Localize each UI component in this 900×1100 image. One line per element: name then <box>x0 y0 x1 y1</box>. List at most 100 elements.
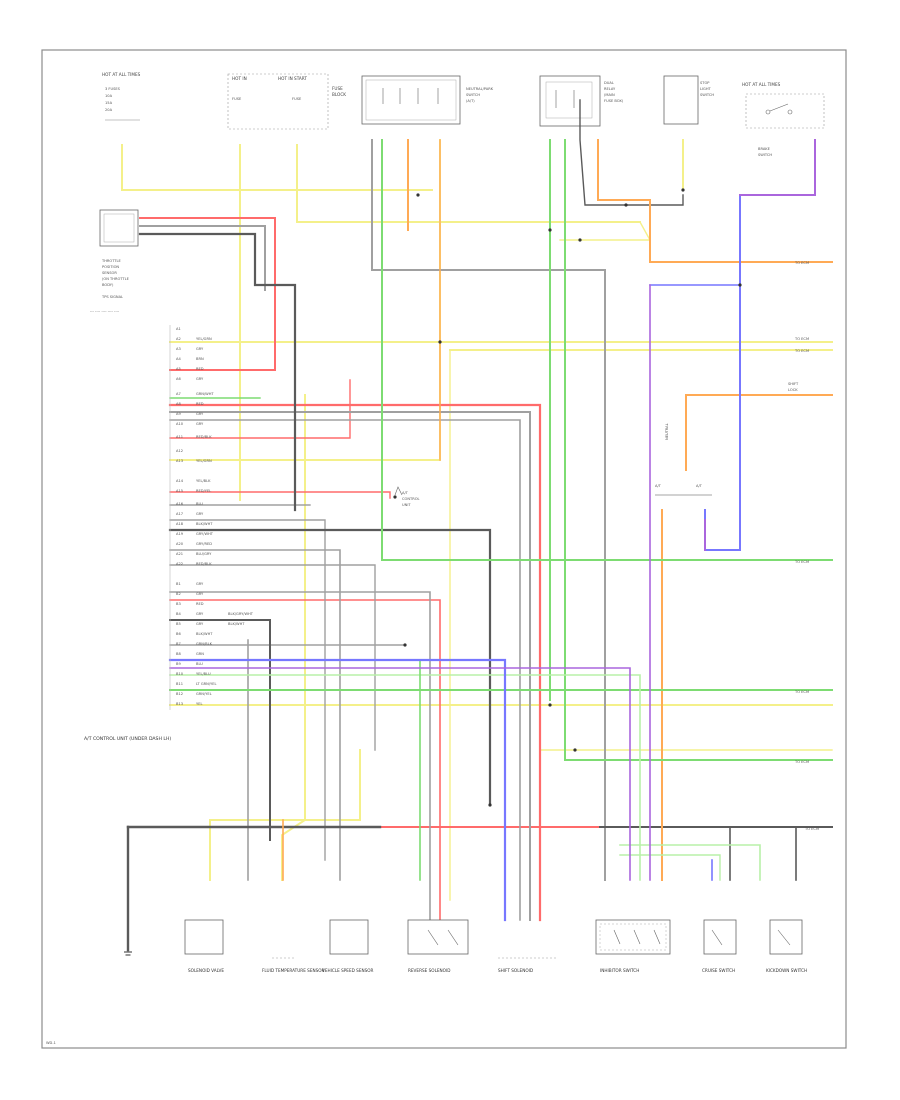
svg-text:A18: A18 <box>176 522 184 526</box>
svg-text:CONTROL: CONTROL <box>402 497 420 501</box>
svg-text:A15: A15 <box>176 489 183 493</box>
svg-text:GRN/YEL: GRN/YEL <box>196 692 212 696</box>
svg-text:FUSE: FUSE <box>292 97 302 101</box>
svg-text:GRN: GRN <box>196 652 204 656</box>
svg-text:A17: A17 <box>176 512 183 516</box>
svg-text:B13: B13 <box>176 702 183 706</box>
svg-text:BLU: BLU <box>196 662 203 666</box>
svg-text:BLK/WHT: BLK/WHT <box>228 622 245 626</box>
svg-text:BLOCK: BLOCK <box>332 92 346 97</box>
svg-text:A14: A14 <box>176 479 184 483</box>
ground-symbol <box>124 951 132 956</box>
svg-text:RED/YEL: RED/YEL <box>196 489 211 493</box>
svg-text:A11: A11 <box>176 435 183 439</box>
svg-text:LT GRN/YEL: LT GRN/YEL <box>196 682 217 686</box>
svg-text:FUSE: FUSE <box>332 86 343 91</box>
svg-text:SOLENOID VALVE: SOLENOID VALVE <box>188 968 224 973</box>
top-component-hot-at-all-times: HOT AT ALL TIMES 3 FUSES 10A 15A 20A <box>102 72 141 121</box>
svg-text:YEL: YEL <box>196 702 202 706</box>
svg-text:A8: A8 <box>176 402 181 406</box>
svg-text:A2: A2 <box>176 337 181 341</box>
diagram-frame <box>41 49 847 1049</box>
svg-text:(ON THROTTLE: (ON THROTTLE <box>102 277 130 281</box>
svg-text:INHIBITOR SWITCH: INHIBITOR SWITCH <box>600 968 639 973</box>
svg-text:B6: B6 <box>176 632 181 636</box>
top-component-hot-in-run: HOT IN HOT IN START FUSE FUSE <box>227 73 329 130</box>
svg-text:A20: A20 <box>176 542 184 546</box>
svg-text:B8: B8 <box>176 652 181 656</box>
svg-text:RED: RED <box>196 602 204 606</box>
wires <box>121 99 833 952</box>
svg-text:GRN/BLK: GRN/BLK <box>196 642 213 646</box>
svg-text:GRY: GRY <box>196 612 204 616</box>
svg-text:BLU/GRY: BLU/GRY <box>196 552 212 556</box>
bottom-component-kickdown-switch: KICKDOWN SWITCH <box>766 919 807 973</box>
svg-text:A10: A10 <box>176 422 184 426</box>
svg-text:RED: RED <box>196 402 204 406</box>
top-component-hot-at-all-times-right: HOT AT ALL TIMES BRAKE SWITCH <box>742 82 825 157</box>
svg-text:A/T: A/T <box>655 484 662 488</box>
svg-text:HOT AT ALL TIMES: HOT AT ALL TIMES <box>102 72 141 77</box>
svg-text:GRN/WHT: GRN/WHT <box>196 392 214 396</box>
svg-text:GRY: GRY <box>196 622 204 626</box>
svg-text:CRUISE SWITCH: CRUISE SWITCH <box>702 968 735 973</box>
svg-text:A3: A3 <box>176 347 181 351</box>
svg-text:LIGHT: LIGHT <box>700 87 712 91</box>
svg-text:YEL/GRN: YEL/GRN <box>196 337 212 341</box>
svg-text:B5: B5 <box>176 622 181 626</box>
svg-text:3 FUSES: 3 FUSES <box>105 87 121 91</box>
svg-text:A6: A6 <box>176 377 181 381</box>
svg-text:GRY: GRY <box>196 582 204 586</box>
svg-text:NEUTRAL: NEUTRAL <box>665 423 669 440</box>
svg-text:B10: B10 <box>176 672 184 676</box>
svg-text:A19: A19 <box>176 532 184 536</box>
svg-text:SWITCH: SWITCH <box>758 153 772 157</box>
svg-text:BLK/GRY/WHT: BLK/GRY/WHT <box>228 612 254 616</box>
bottom-component-shift-solenoid: SHIFT SOLENOID <box>498 957 558 973</box>
svg-text:--- ---- ---- ---- ----: --- ---- ---- ---- ---- <box>90 309 120 313</box>
right-edge-labels: TO ECM TO ECM TO ECM TO ECM TO ECM TO EC… <box>794 261 819 831</box>
svg-text:A4: A4 <box>176 357 181 361</box>
svg-text:FUSE BOX): FUSE BOX) <box>604 99 624 103</box>
svg-text:BLK/WHT: BLK/WHT <box>196 522 213 526</box>
svg-text:FUSE: FUSE <box>232 97 242 101</box>
svg-text:GRY: GRY <box>196 592 204 596</box>
svg-text:GRY: GRY <box>196 412 204 416</box>
svg-text:SHIFT SOLENOID: SHIFT SOLENOID <box>498 968 533 973</box>
delay-relay-symbol: A/T CONTROL UNIT <box>394 486 420 507</box>
svg-text:BLU: BLU <box>196 502 203 506</box>
svg-text:A/T: A/T <box>402 491 409 495</box>
svg-text:LOCK: LOCK <box>788 388 798 392</box>
svg-text:(A/T): (A/T) <box>466 99 475 103</box>
neutral-switch-symbol: NEUTRAL A/T A/T SHIFT LOCK <box>655 382 799 496</box>
svg-text:TO ECM: TO ECM <box>794 760 809 764</box>
svg-text:GRY: GRY <box>196 512 204 516</box>
svg-text:A21: A21 <box>176 552 183 556</box>
svg-text:B11: B11 <box>176 682 183 686</box>
svg-text:B12: B12 <box>176 692 183 696</box>
svg-text:POSITION: POSITION <box>102 265 119 269</box>
svg-text:HOT IN START: HOT IN START <box>278 76 307 81</box>
svg-text:A13: A13 <box>176 459 183 463</box>
svg-text:15A: 15A <box>105 101 113 105</box>
svg-text:B7: B7 <box>176 642 181 646</box>
bottom-component-solenoid-valve: SOLENOID VALVE <box>184 919 224 973</box>
svg-text:GRY: GRY <box>196 377 204 381</box>
left-module-throttle-position-sensor: THROTTLE POSITION SENSOR (ON THROTTLE BO… <box>90 209 139 313</box>
svg-text:TO ECM: TO ECM <box>794 690 809 694</box>
top-component-fuse-block: FUSE BLOCK NEUTRAL/PARK SWITCH (A/T) <box>332 75 494 125</box>
svg-text:GRY/RED: GRY/RED <box>196 542 212 546</box>
svg-text:A7: A7 <box>176 392 181 396</box>
svg-text:VEHICLE SPEED SENSOR: VEHICLE SPEED SENSOR <box>322 968 374 973</box>
svg-text:BRAKE: BRAKE <box>758 147 771 151</box>
svg-text:B1: B1 <box>176 582 181 586</box>
svg-text:TO ECM: TO ECM <box>804 827 819 831</box>
top-component-dual-relay: DUAL RELAY (MAIN FUSE BOX) <box>539 75 624 127</box>
svg-text:NEUTRAL/PARK: NEUTRAL/PARK <box>466 87 494 91</box>
svg-text:B4: B4 <box>176 612 181 616</box>
svg-text:RED: RED <box>196 367 204 371</box>
svg-text:A12: A12 <box>176 449 183 453</box>
svg-text:BRN: BRN <box>196 357 204 361</box>
